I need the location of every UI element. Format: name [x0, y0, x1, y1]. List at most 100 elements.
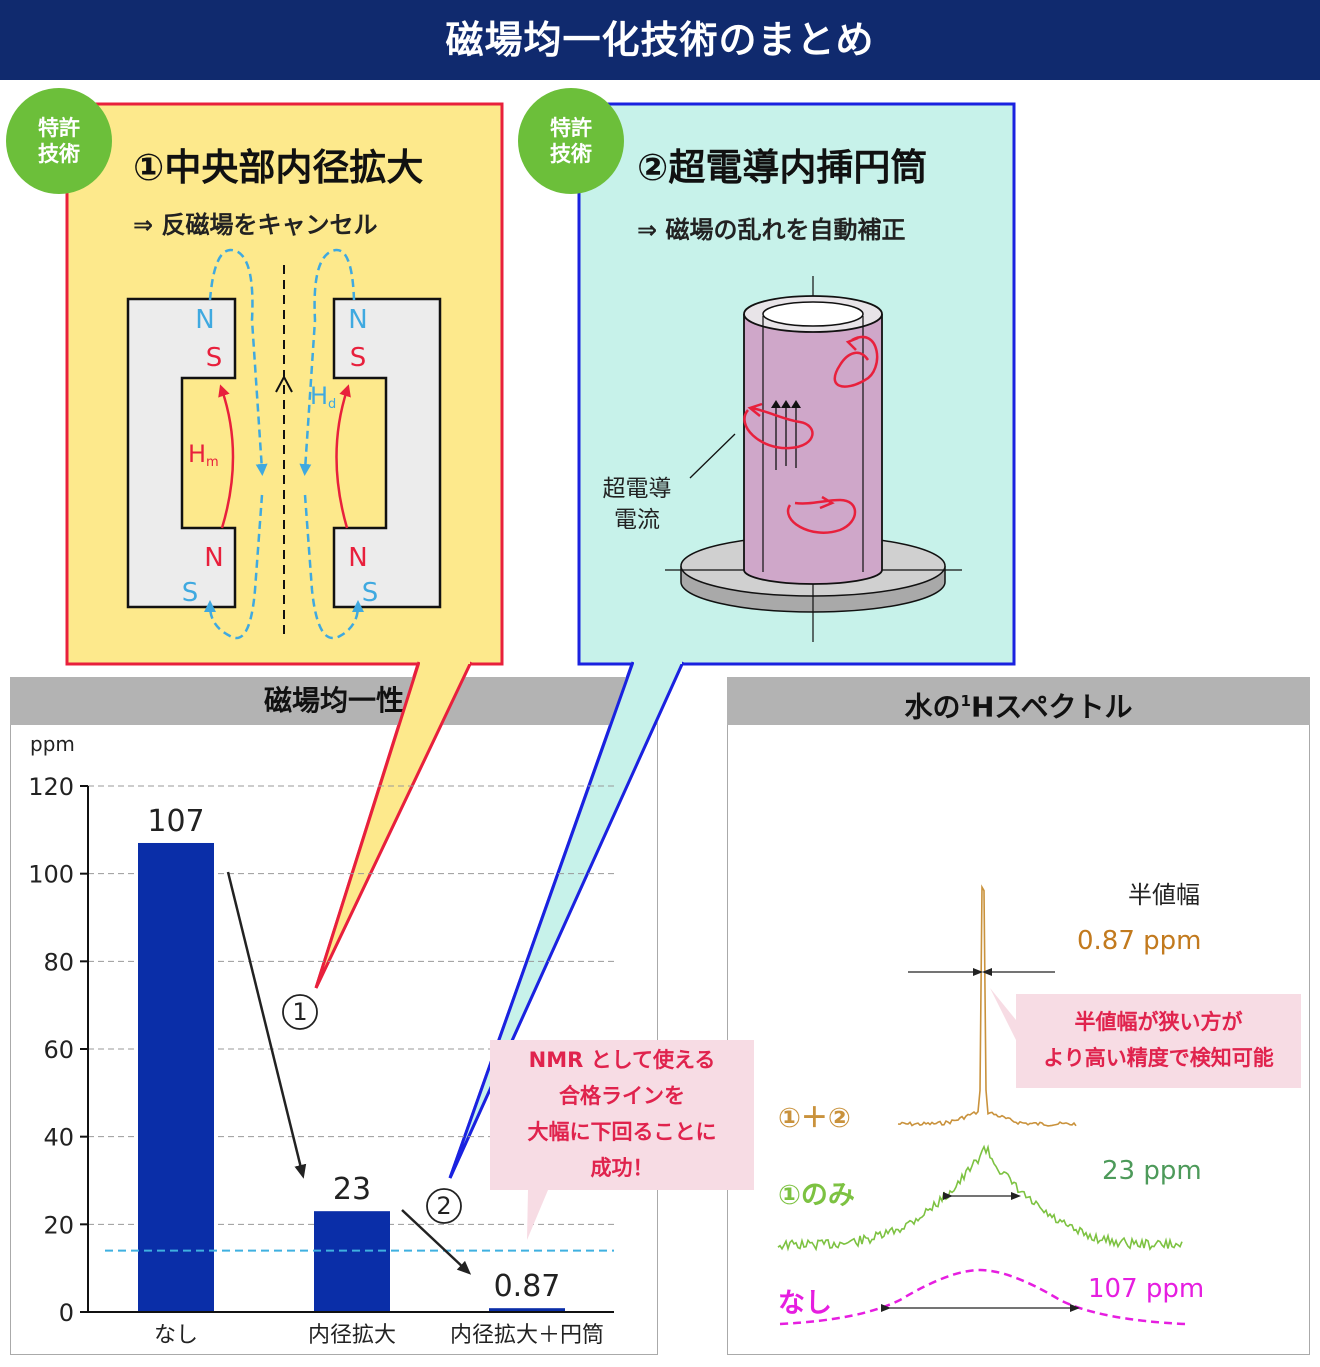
page-title: 磁場均一化技術のまとめ — [445, 18, 875, 62]
magnet-body-right — [332, 297, 442, 609]
combined-width-value: 0.87 ppm — [1077, 926, 1202, 956]
none-width-value: 107 ppm — [1088, 1274, 1205, 1304]
patent-badge-2: 特許技術 — [518, 88, 624, 194]
spectrum-note-line1: 半値幅が狭い方が — [1074, 1010, 1243, 1034]
patent-badge-1: 特許技術 — [6, 88, 112, 194]
current-label-line2: 電流 — [614, 507, 660, 533]
bar-1 — [314, 1211, 390, 1312]
pole-bottom-inner-left: N — [204, 543, 223, 573]
current-label-line1: 超電導 — [603, 476, 672, 502]
bar-value-label: 0.87 — [494, 1269, 561, 1304]
tick-layer: 0 20 40 60 80 100 120 — [28, 773, 88, 1327]
pole-top-inner-left: S — [206, 343, 223, 373]
hm-arrow-right — [335, 384, 351, 529]
bar-value-label: 107 — [147, 804, 204, 839]
pole-bottom-outer-right: S — [362, 578, 379, 608]
spectrum-center-only — [777, 1144, 1183, 1252]
none-label: なし — [778, 1288, 832, 1319]
spectrum-section-header: 水の1Hスペクトル — [727, 677, 1310, 725]
pole-top-outer-right: N — [348, 305, 367, 335]
step1-arrow — [226, 871, 307, 1179]
hm-arrow-left — [218, 384, 235, 529]
category-label: なし — [154, 1323, 198, 1348]
hm-label: Hm — [188, 440, 219, 470]
y-tick-label: 60 — [43, 1036, 74, 1064]
y-tick-label: 100 — [28, 861, 74, 889]
hd-label: Hd — [310, 382, 336, 412]
panel1-callout-tail — [314, 661, 473, 989]
bar-note: NMR として使える 合格ラインを 大幅に下回ることに 成功！ — [490, 1040, 754, 1190]
bar-2 — [489, 1308, 565, 1312]
panel1-subtitle: ⇒ 反磁場をキャンセル — [133, 211, 378, 239]
bar-note-line3: 大幅に下回ることに — [527, 1120, 717, 1144]
half-width-label: 半値幅 — [1128, 881, 1200, 909]
current-leader-line — [689, 433, 736, 479]
hd-label-sub: d — [328, 397, 336, 412]
bar-0 — [138, 842, 214, 1312]
hm-label-sub: m — [206, 455, 219, 470]
pole-bottom-outer-left: S — [182, 578, 199, 608]
current-loop-1 — [833, 335, 879, 388]
spectrum-header-pre: 水の — [904, 690, 961, 724]
badge2-line1: 特許 — [550, 115, 592, 140]
bar-layer — [138, 842, 565, 1312]
pole-top-outer-left: N — [195, 305, 214, 335]
bar-note-tail — [527, 1190, 548, 1240]
badge2-line2: 技術 — [550, 142, 592, 166]
center-only-label: ①のみ — [778, 1180, 855, 1211]
step2-circle — [426, 1188, 462, 1224]
hd-label-main: H — [310, 382, 328, 410]
current-loop-1-arrow — [845, 336, 859, 351]
bar-section-header: 磁場均一性 — [10, 677, 658, 725]
bar-note-line2: 合格ラインを — [559, 1084, 685, 1108]
step2-number: 2 — [436, 1192, 451, 1220]
hm-label-main: H — [188, 440, 206, 468]
spectrum-note: 半値幅が狭い方が より高い精度で検知可能 — [1016, 994, 1301, 1088]
y-tick-label: 0 — [59, 1299, 74, 1327]
combined-label: ①＋② — [778, 1103, 851, 1134]
cylinder-bore — [762, 301, 864, 327]
y-tick-label: 40 — [43, 1124, 74, 1152]
panel2-tail-cover — [634, 660, 682, 664]
panel1-title: ①中央部内径拡大 — [133, 146, 424, 189]
pole-bottom-inner-right: N — [348, 543, 367, 573]
step2-arrow — [401, 1209, 472, 1275]
bar-note-line4: 成功！ — [590, 1156, 654, 1180]
badge1-line2: 技術 — [38, 142, 80, 166]
panel2-subtitle: ⇒ 磁場の乱れを自動補正 — [637, 216, 906, 244]
spectrum-combined — [897, 884, 1077, 1127]
current-loop-3 — [786, 498, 857, 534]
spectrum-note-tail — [990, 988, 1016, 1040]
magnet-body — [126, 297, 237, 609]
category-label: 内径拡大 — [308, 1323, 396, 1348]
y-tick-label: 120 — [28, 773, 74, 801]
current-loop-3-arrow — [819, 495, 835, 510]
spectrum-header-sup: 1 — [960, 692, 971, 710]
y-tick-label: 20 — [43, 1211, 74, 1239]
hd-line-top-right — [299, 248, 356, 476]
panel1-tail-cover — [420, 660, 470, 664]
y-axis-unit: ppm — [30, 732, 75, 756]
hd-line-top-left — [208, 248, 268, 476]
panel2-title: ②超電導内挿円筒 — [637, 146, 928, 189]
step1-circle — [282, 994, 318, 1030]
badge1-line1: 特許 — [38, 115, 80, 140]
bar-note-line1: NMR として使える — [528, 1048, 716, 1072]
title-bar — [0, 0, 1320, 80]
current-loop-2 — [743, 406, 814, 450]
bar-value-label: 23 — [333, 1172, 371, 1207]
current-loop-2-arrow — [747, 402, 763, 417]
spectrum-note-line2: より高い精度で検知可能 — [1043, 1046, 1274, 1070]
hd-line-bottom-left — [204, 494, 264, 640]
y-tick-label: 80 — [43, 948, 74, 976]
spectrum-none — [779, 1268, 1186, 1326]
cylinder-body — [743, 314, 883, 585]
hd-line-bottom-right — [303, 494, 364, 640]
step1-number: 1 — [292, 998, 307, 1026]
